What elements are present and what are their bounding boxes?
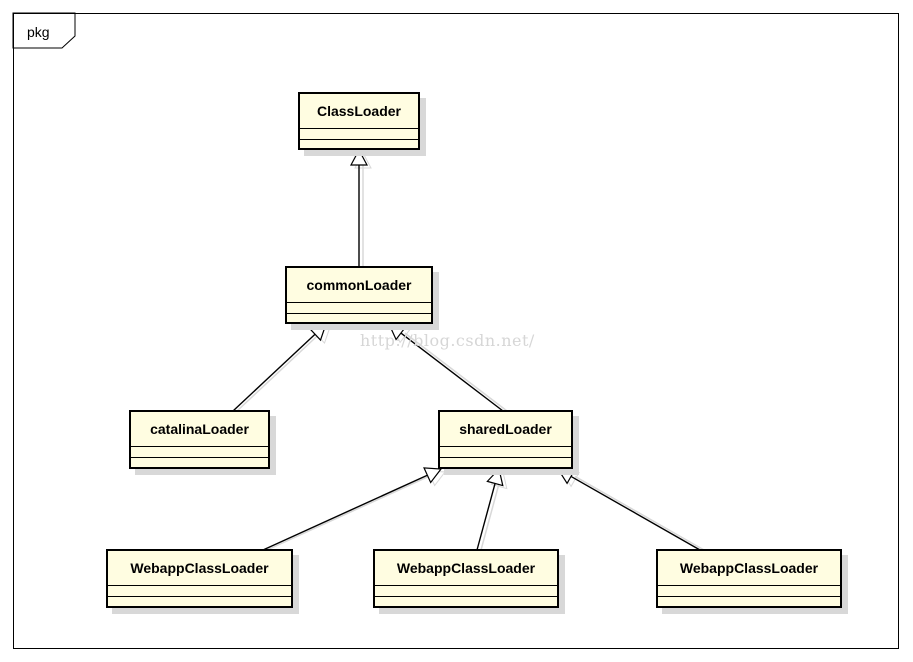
class-name: WebappClassLoader bbox=[375, 551, 557, 586]
class-name: WebappClassLoader bbox=[658, 551, 840, 586]
class-attributes bbox=[287, 303, 431, 314]
class-name: commonLoader bbox=[287, 268, 431, 303]
edge-webapp1-to-shared bbox=[262, 467, 446, 551]
generalization-arrowhead bbox=[350, 148, 368, 166]
class-webappclassloader-3[interactable]: WebappClassLoader bbox=[656, 549, 842, 608]
class-name: sharedLoader bbox=[440, 412, 571, 447]
package-frame bbox=[13, 13, 899, 649]
edge-line bbox=[570, 475, 701, 551]
class-name: catalinaLoader bbox=[131, 412, 268, 447]
edge-line bbox=[476, 483, 496, 551]
class-webappclassloader-2[interactable]: WebappClassLoader bbox=[373, 549, 559, 608]
watermark: http://blog.csdn.net/ bbox=[360, 331, 535, 350]
edge-common-to-classloader bbox=[350, 148, 372, 267]
generalization-arrowhead bbox=[556, 468, 577, 485]
class-attributes bbox=[108, 586, 291, 597]
generalization-arrowhead bbox=[486, 467, 504, 487]
edge-line bbox=[262, 474, 428, 551]
class-classloader[interactable]: ClassLoader bbox=[298, 92, 420, 150]
class-attributes bbox=[375, 586, 557, 597]
class-attributes bbox=[440, 447, 571, 458]
edge-catalina-to-common bbox=[232, 323, 331, 412]
class-name: WebappClassLoader bbox=[108, 551, 291, 586]
class-attributes bbox=[131, 447, 268, 458]
class-attributes bbox=[658, 586, 840, 597]
class-name: ClassLoader bbox=[300, 94, 418, 129]
generalization-arrowhead bbox=[423, 467, 443, 484]
edge-webapp3-to-shared bbox=[556, 468, 705, 551]
class-webappclassloader-1[interactable]: WebappClassLoader bbox=[106, 549, 293, 608]
class-catalinaloader[interactable]: catalinaLoader bbox=[129, 410, 270, 469]
class-attributes bbox=[300, 129, 418, 140]
edge-line bbox=[400, 332, 504, 412]
generalization-arrowhead bbox=[308, 323, 327, 342]
edge-webapp2-to-shared bbox=[476, 467, 508, 551]
edge-line bbox=[232, 333, 316, 412]
frame-label: pkg bbox=[27, 24, 50, 40]
generalization-arrowhead bbox=[387, 323, 407, 341]
edge-shared-to-common bbox=[387, 323, 508, 412]
class-commonloader[interactable]: commonLoader bbox=[285, 266, 433, 324]
class-sharedloader[interactable]: sharedLoader bbox=[438, 410, 573, 469]
